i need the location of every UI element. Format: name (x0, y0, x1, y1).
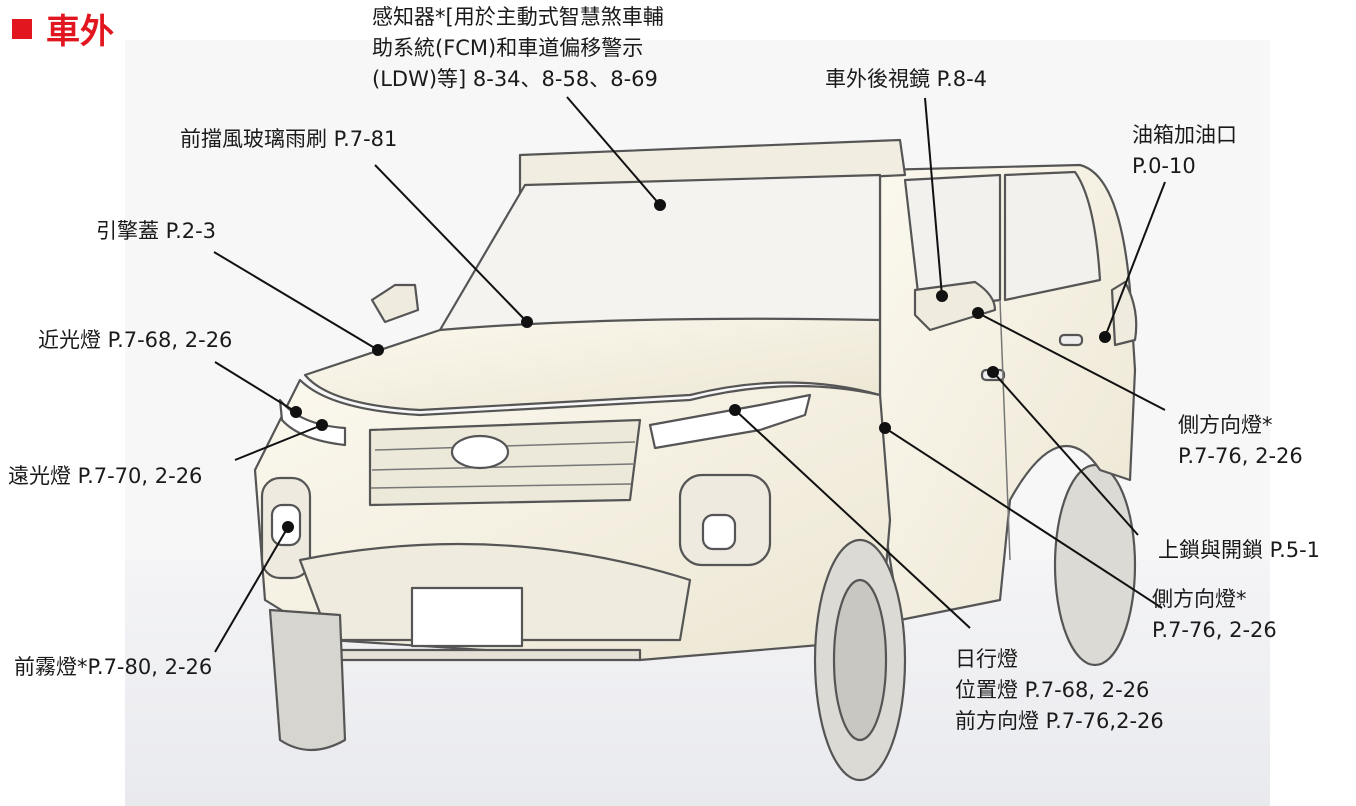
label-sensor-line-1: 感知器*[用於主動式智慧煞車輔 (372, 5, 664, 29)
lock-line (992, 371, 1139, 536)
car (253, 138, 1138, 782)
hood (303, 317, 882, 412)
label-fuel-line-1: 油箱加油口 (1132, 123, 1237, 147)
label-hood: 引擎蓋 P.2-3 (96, 219, 217, 243)
drl-dot (729, 404, 741, 416)
fog-lamp-line (214, 526, 289, 653)
label-wiper: 前擋風玻璃雨刷 P.7-81 (180, 127, 398, 151)
left-front-wheel (268, 608, 347, 751)
label-side-turn-lower-line-2: P.7-76, 2-26 (1152, 618, 1277, 642)
label-lock: 上鎖與開鎖 P.5-1 (1158, 538, 1321, 562)
label-fuel: 油箱加油口 P.0-10 (1132, 120, 1237, 182)
license-plate (410, 586, 524, 648)
right-front-rim (832, 578, 888, 742)
fuel-line (1104, 181, 1166, 338)
lock-dot (987, 366, 999, 378)
sensor-dot (654, 199, 666, 211)
label-low-beam: 近光燈 P.7-68, 2-26 (38, 328, 233, 352)
logo-emblem (450, 434, 510, 470)
wiper-line (374, 164, 528, 323)
callout-lines (213, 96, 1166, 653)
right-mirror (913, 280, 997, 332)
heading-text: 車外 (46, 12, 114, 52)
side-turn-upper-dot (972, 307, 984, 319)
label-drl: 日行燈 位置燈 P.7-68, 2-26 前方向燈 P.7-76,2-26 (955, 644, 1164, 737)
low-beam-line (214, 361, 297, 413)
label-fog-lamp: 前霧燈*P.7-80, 2-26 (14, 655, 213, 679)
label-mirror: 車外後視鏡 P.8-4 (825, 67, 988, 91)
grille (368, 418, 642, 507)
fog-lamp-dot (282, 521, 294, 533)
hood-line (213, 251, 379, 351)
fuel-dot (1099, 331, 1111, 343)
high-beam-line (234, 424, 323, 461)
left-mirror (370, 283, 420, 324)
right-fog-lamp (701, 513, 737, 551)
label-high-beam: 遠光燈 P.7-70, 2-26 (8, 464, 203, 488)
wiper-dot (521, 316, 533, 328)
label-drl-line-3: 前方向燈 P.7-76,2-26 (955, 709, 1164, 733)
skid-plate (338, 648, 642, 662)
rear-side-window (1003, 170, 1102, 302)
heading-square-icon (12, 18, 32, 39)
label-side-turn-lower-line-1: 側方向燈* (1152, 587, 1247, 611)
hood-dot (372, 344, 384, 356)
label-fuel-line-2: P.0-10 (1132, 154, 1196, 178)
side-turn-lower-line (884, 427, 1163, 609)
drl-line (734, 409, 971, 629)
label-side-turn-lower: 側方向燈* P.7-76, 2-26 (1152, 584, 1277, 646)
sensor-line (566, 96, 661, 206)
label-sensor-line-2: 助系統(FCM)和車道偏移警示 (372, 36, 644, 60)
section-heading: 車外 (12, 4, 114, 53)
high-beam-dot (316, 419, 328, 431)
label-sensor-line-3: (LDW)等] 8-34、8-58、8-69 (372, 67, 658, 91)
label-side-turn-upper-line-1: 側方向燈* (1178, 413, 1273, 437)
label-drl-line-2: 位置燈 P.7-68, 2-26 (955, 678, 1150, 702)
side-turn-lower-dot (879, 422, 891, 434)
side-turn-upper-line (977, 312, 1166, 411)
rear-door-handle (1058, 333, 1084, 347)
mirror-dot (936, 290, 948, 302)
label-side-turn-upper-line-2: P.7-76, 2-26 (1178, 444, 1303, 468)
right-headlight (648, 393, 812, 450)
label-side-turn-upper: 側方向燈* P.7-76, 2-26 (1178, 410, 1303, 472)
label-sensor: 感知器*[用於主動式智慧煞車輔 助系統(FCM)和車道偏移警示 (LDW)等] … (372, 2, 664, 95)
mirror-line (924, 97, 943, 297)
label-drl-line-1: 日行燈 (955, 647, 1018, 671)
low-beam-dot (290, 406, 302, 418)
